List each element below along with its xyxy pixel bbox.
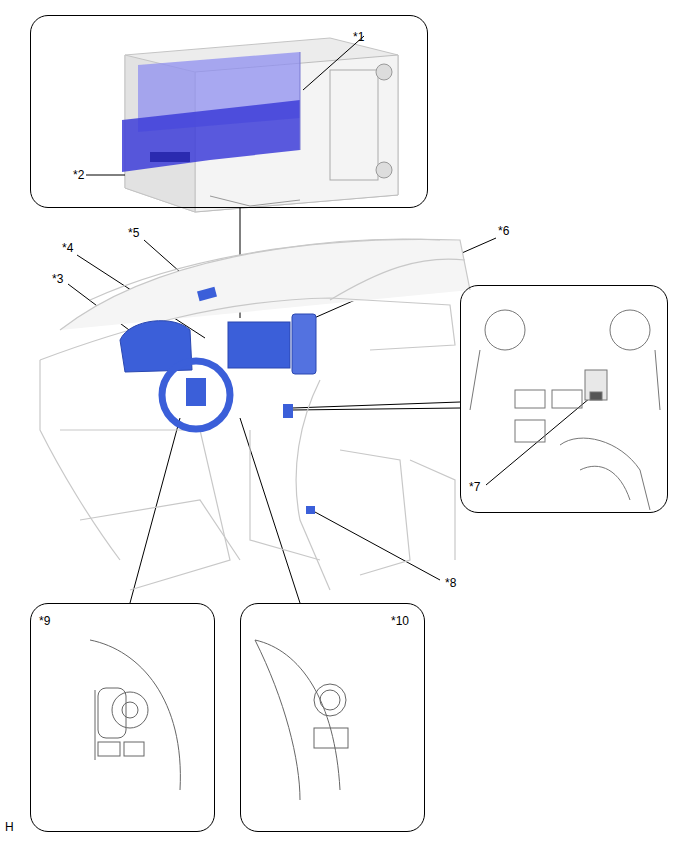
- callout-number: *6: [498, 224, 509, 238]
- drawing-stroke: [86, 175, 125, 176]
- drawing-stroke: [314, 728, 348, 748]
- drawing-stroke: [283, 404, 293, 418]
- highlighted-parts: [120, 287, 316, 514]
- inset-panel: *9: [30, 603, 215, 832]
- drawing-stroke: [300, 52, 301, 150]
- drawing-stroke: [314, 684, 346, 716]
- drawing-stroke: [197, 287, 217, 301]
- drawing-stroke: [250, 200, 300, 206]
- drawing-stroke: [552, 390, 582, 408]
- drawing-stroke: [60, 239, 470, 330]
- drawing-stroke: [585, 370, 607, 400]
- drawing-stroke: [150, 152, 190, 162]
- drawing-stroke: [303, 36, 364, 90]
- drawing-stroke: [515, 420, 545, 442]
- drawing-stroke: [292, 402, 460, 408]
- callout-number: *5: [128, 226, 139, 240]
- drawing-stroke: [610, 310, 650, 350]
- drawing-stroke: [655, 350, 660, 410]
- drawing-stroke: [320, 690, 340, 710]
- drawing-stroke: [410, 460, 455, 560]
- drawing-stroke: [124, 742, 144, 756]
- figure-code: H: [5, 820, 14, 834]
- switch-insets-detail: [90, 640, 348, 800]
- drawing-stroke: [340, 450, 410, 575]
- drawing-stroke: [95, 690, 96, 760]
- drawing-stroke: [330, 70, 378, 180]
- drawing-stroke: [560, 438, 650, 510]
- callout-number: *1: [353, 30, 364, 44]
- drawing-stroke: [292, 408, 460, 410]
- drawing-stroke: [580, 466, 630, 500]
- callout-number: *3: [52, 272, 63, 286]
- callout-number: *2: [73, 168, 84, 182]
- drawing-stroke: [515, 390, 545, 408]
- callout-number: *7: [469, 480, 480, 494]
- drawing-stroke: [376, 64, 392, 80]
- drawing-stroke: [40, 360, 120, 560]
- drawing-stroke: [376, 162, 392, 178]
- drawing-stroke: [122, 702, 138, 718]
- callout-number: *8: [445, 576, 456, 590]
- drawing-stroke: [162, 361, 230, 429]
- drawing-stroke: [80, 500, 240, 560]
- drawing-stroke: [250, 430, 320, 560]
- drawing-stroke: [486, 398, 590, 485]
- drawing-stroke: [186, 378, 206, 406]
- drawing-stroke: [590, 392, 602, 400]
- drawing-stroke: [292, 314, 316, 374]
- drawing-stroke: [228, 322, 290, 368]
- drawing-stroke: [210, 196, 250, 206]
- drawing-stroke: [240, 418, 300, 603]
- drawing-stroke: [122, 100, 300, 172]
- drawing-stroke: [90, 239, 440, 300]
- callout-number: *4: [62, 241, 73, 255]
- inset-panel: *10: [240, 603, 425, 832]
- drawing-stroke: [470, 350, 480, 410]
- drawing-stroke: [112, 692, 148, 728]
- drawing-stroke: [306, 506, 315, 514]
- callout-number: *9: [39, 614, 50, 628]
- drawing-stroke: [255, 640, 300, 800]
- drawing-stroke: [98, 742, 120, 756]
- inset-panel: *1 *2: [30, 15, 428, 208]
- top-inset-radio: [122, 38, 398, 212]
- usb-inset-detail: [470, 310, 660, 510]
- drawing-stroke: [90, 640, 180, 790]
- drawing-stroke: [60, 430, 230, 590]
- inset-panel: *7: [460, 285, 668, 513]
- cabin-outline: [40, 239, 470, 590]
- drawing-stroke: [330, 259, 465, 300]
- drawing-stroke: [485, 310, 525, 350]
- callout-number: *10: [391, 614, 409, 628]
